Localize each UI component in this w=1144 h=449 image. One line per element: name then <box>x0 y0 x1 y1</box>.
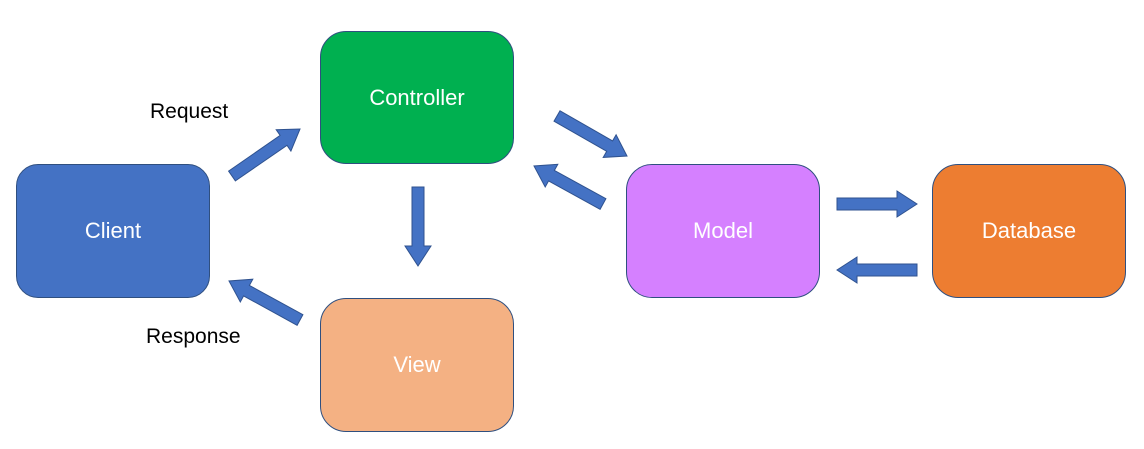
arrow-client-to-controller <box>227 128 301 182</box>
model-node: Model <box>626 164 820 298</box>
arrow-controller-to-view <box>404 186 432 267</box>
arrow-database-to-model <box>836 256 918 284</box>
arrow-model-to-database <box>836 190 918 218</box>
view-node: View <box>320 298 514 432</box>
client-node: Client <box>16 164 210 298</box>
client-label: Client <box>84 218 142 243</box>
database-node: Database <box>932 164 1126 298</box>
response-label: Response <box>146 325 241 348</box>
request-label: Request <box>150 100 229 123</box>
arrow-model-to-controller <box>533 163 607 210</box>
arrow-view-to-client <box>228 278 304 326</box>
controller-label: Controller <box>369 84 465 110</box>
arrow-controller-to-model <box>553 110 628 158</box>
model-label: Model <box>693 218 753 243</box>
database-label: Database <box>981 218 1077 243</box>
controller-node: Controller <box>320 31 514 164</box>
view-label: View <box>393 352 441 377</box>
